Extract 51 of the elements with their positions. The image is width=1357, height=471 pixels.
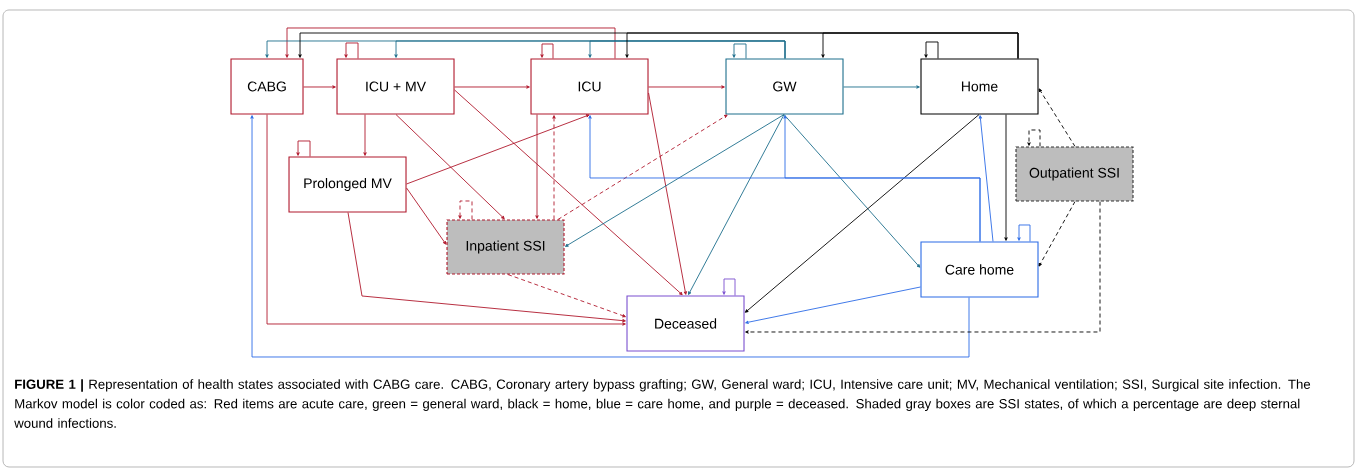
arrow xyxy=(688,114,785,295)
arrow xyxy=(535,114,539,219)
arrow xyxy=(843,85,920,89)
loop-arrow xyxy=(924,41,939,59)
state-box: Inpatient SSI xyxy=(446,219,565,275)
arrow xyxy=(250,115,970,358)
state-box: Care home xyxy=(920,241,1039,298)
arrow xyxy=(266,114,626,326)
arrow xyxy=(565,114,785,247)
state-box: GW xyxy=(725,58,844,115)
state-box: Outpatient SSI xyxy=(1015,146,1134,202)
arrow xyxy=(821,32,1019,59)
arrow xyxy=(1004,114,1008,241)
arrow xyxy=(978,115,994,242)
state-box: ICU + MV xyxy=(336,58,455,115)
arrow xyxy=(588,115,981,242)
loop-arrow xyxy=(540,43,554,59)
arrow xyxy=(406,187,447,245)
arrow xyxy=(588,40,786,59)
arrow xyxy=(454,89,683,296)
arrow xyxy=(285,27,616,59)
arrow xyxy=(1038,88,1076,147)
state-box: Home xyxy=(920,58,1039,115)
arrow xyxy=(744,114,980,313)
state-box: ICU xyxy=(530,58,649,115)
arrow xyxy=(552,115,556,220)
arrow xyxy=(745,201,1101,334)
state-box: Deceased xyxy=(626,295,745,352)
arrow xyxy=(395,114,505,220)
loop-arrow xyxy=(344,42,359,59)
arrow xyxy=(363,114,367,156)
arrow xyxy=(303,85,336,89)
arrow xyxy=(406,114,590,185)
arrow xyxy=(1038,201,1076,267)
loop-arrow xyxy=(1027,129,1041,147)
arrow xyxy=(783,114,921,268)
loop-arrow xyxy=(732,43,747,59)
arrow xyxy=(507,274,626,318)
arrow xyxy=(745,286,921,324)
loop-arrow xyxy=(296,140,311,157)
state-box: Prolonged MV xyxy=(288,156,407,213)
arrow xyxy=(648,85,725,89)
loop-arrow xyxy=(1017,224,1031,242)
arrow xyxy=(454,85,530,89)
state-box: CABG xyxy=(230,58,304,115)
loop-arrow xyxy=(722,278,736,296)
caption: FIGURE 1 | Representation of health states associated with CABG care. CABG, Coronary artery bypass grafting; GW, General ward; ICU, Intensive care unit; MV, Mechanical ventilation; SSI, Surgical site infection. The Markov model is color coded as: Red items are acute care, green = general ward, black = home, blue = care home, and purple = deceased. Shaded gray boxes are SSI states, of which a percentage are deep sternal wound infections. xyxy=(14,379,1311,428)
arrow xyxy=(557,114,728,220)
arrow xyxy=(347,212,626,323)
arrow xyxy=(648,92,687,295)
loop-arrow xyxy=(458,200,473,220)
